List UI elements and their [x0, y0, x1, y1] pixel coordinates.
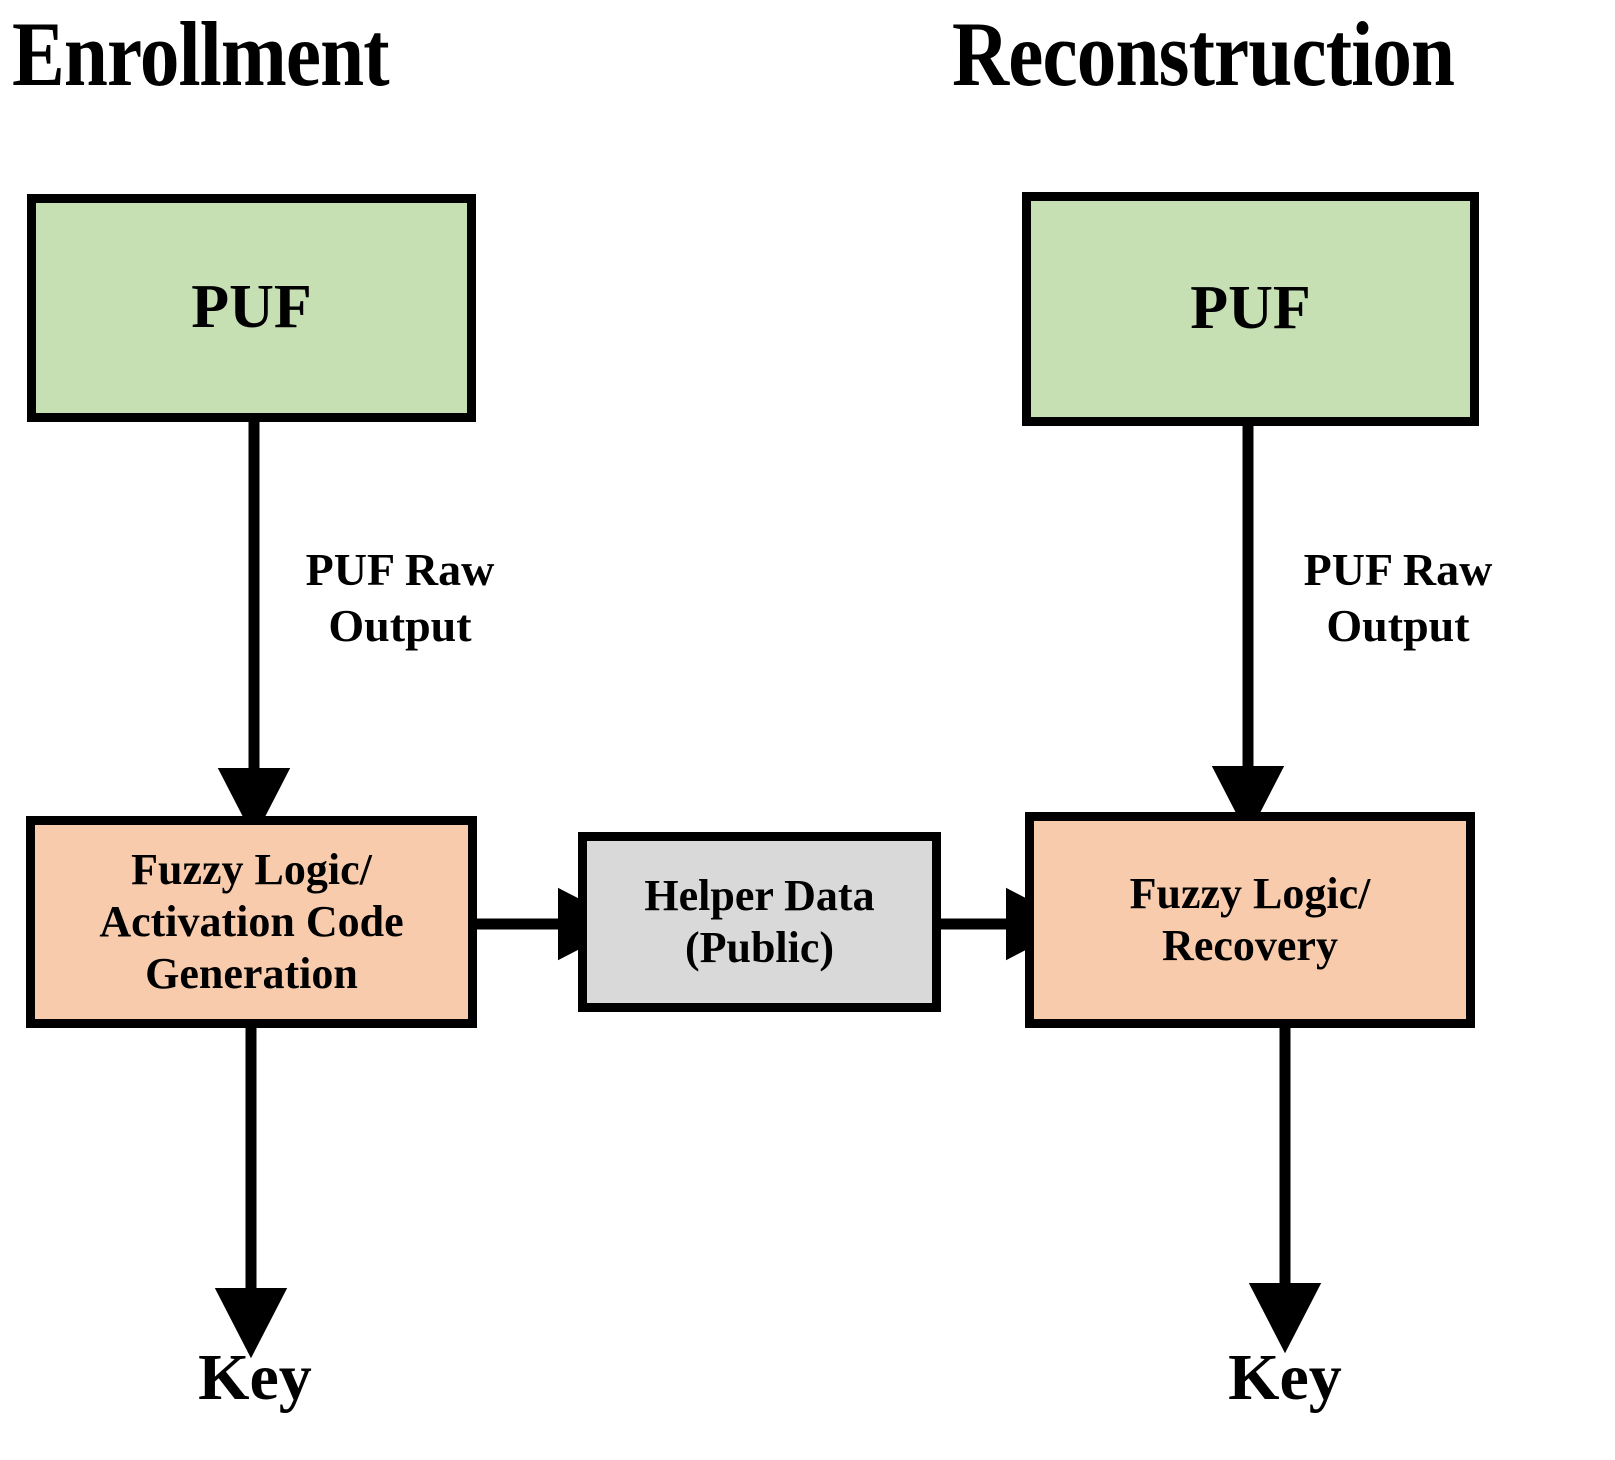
node-fuzzy-logic-activation-code-generation[interactable]: Fuzzy Logic/ Activation Code Generation — [26, 816, 477, 1028]
edge-label-puf-raw-output-reconstruction: PUF Raw Output — [1303, 544, 1493, 652]
edge-label-puf-raw-output-enrollment: PUF Raw Output — [305, 544, 495, 652]
node-fuzzy-recovery-label: Fuzzy Logic/ Recovery — [1129, 869, 1371, 970]
column-title-reconstruction: Reconstruction — [952, 3, 1455, 105]
output-key-enrollment: Key — [198, 1341, 312, 1414]
node-puf-reconstruction[interactable]: PUF — [1022, 192, 1479, 426]
node-puf-enrollment[interactable]: PUF — [27, 194, 476, 422]
node-helper-data-label: Helper Data (Public) — [644, 871, 875, 972]
node-puf-enrollment-label: PUF — [191, 273, 312, 342]
node-fuzzy-logic-recovery[interactable]: Fuzzy Logic/ Recovery — [1025, 812, 1475, 1028]
node-puf-reconstruction-label: PUF — [1190, 274, 1311, 343]
node-fuzzy-enrollment-label: Fuzzy Logic/ Activation Code Generation — [99, 845, 404, 998]
node-helper-data-public[interactable]: Helper Data (Public) — [578, 832, 941, 1012]
output-key-reconstruction: Key — [1228, 1341, 1342, 1414]
column-title-enrollment: Enrollment — [12, 3, 390, 105]
